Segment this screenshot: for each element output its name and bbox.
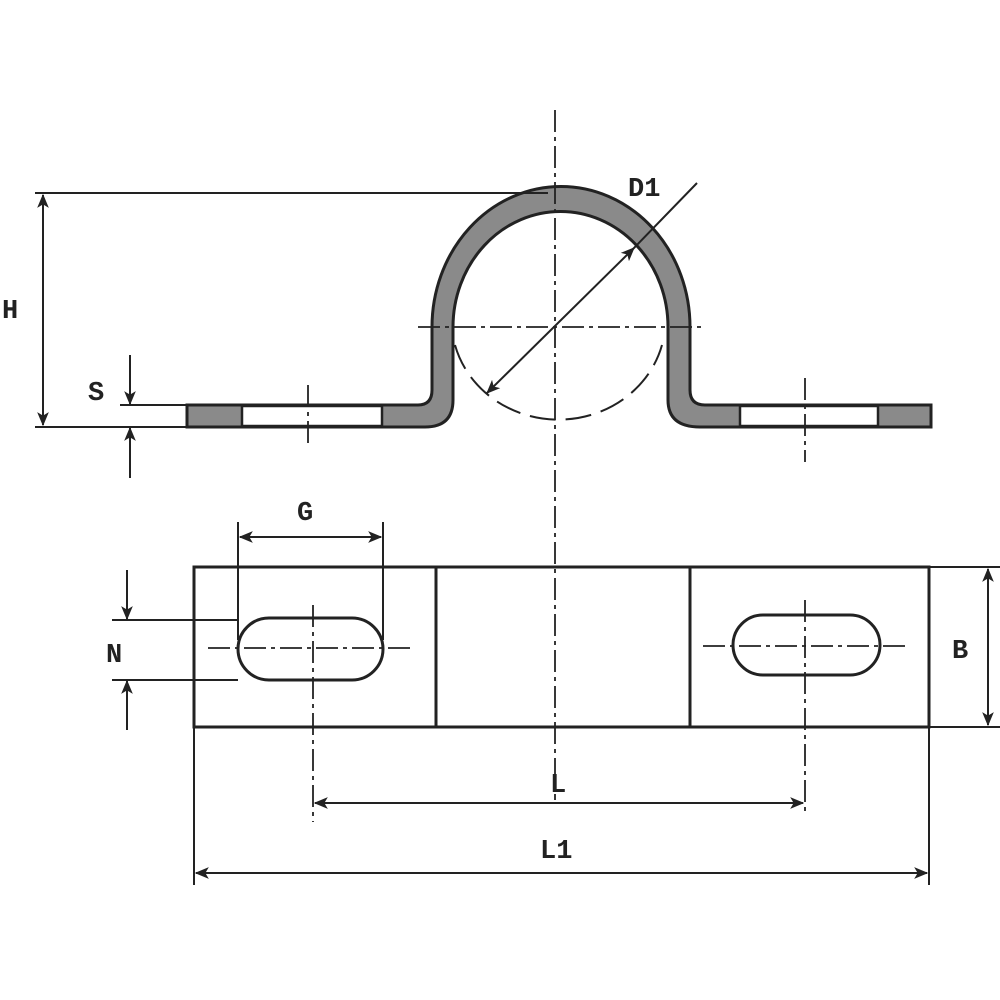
dimension-g: G	[237, 499, 384, 640]
label-n: N	[106, 641, 122, 671]
top-view	[192, 565, 931, 822]
dimension-h: H	[2, 192, 548, 428]
label-b: B	[952, 637, 968, 667]
pipe-circle-hidden	[454, 344, 663, 421]
dimension-l1: L1	[193, 727, 930, 885]
label-d1: D1	[628, 175, 660, 205]
side-view	[185, 110, 933, 800]
clamp-section	[185, 185, 933, 429]
left-slot-section	[240, 404, 384, 428]
label-l1: L1	[540, 837, 572, 867]
dimension-n: N	[106, 570, 238, 730]
right-slot-section	[738, 404, 880, 428]
dimension-s: S	[88, 355, 187, 478]
left-slot	[236, 616, 385, 682]
dimension-b: B	[929, 566, 1000, 728]
dimension-d1: D1	[486, 175, 698, 394]
right-slot	[731, 613, 882, 677]
label-s: S	[88, 379, 104, 409]
label-h: H	[2, 297, 18, 327]
clamp-outline	[192, 565, 931, 729]
label-l: L	[550, 771, 566, 801]
dimension-l: L	[313, 771, 805, 809]
label-g: G	[297, 499, 313, 529]
